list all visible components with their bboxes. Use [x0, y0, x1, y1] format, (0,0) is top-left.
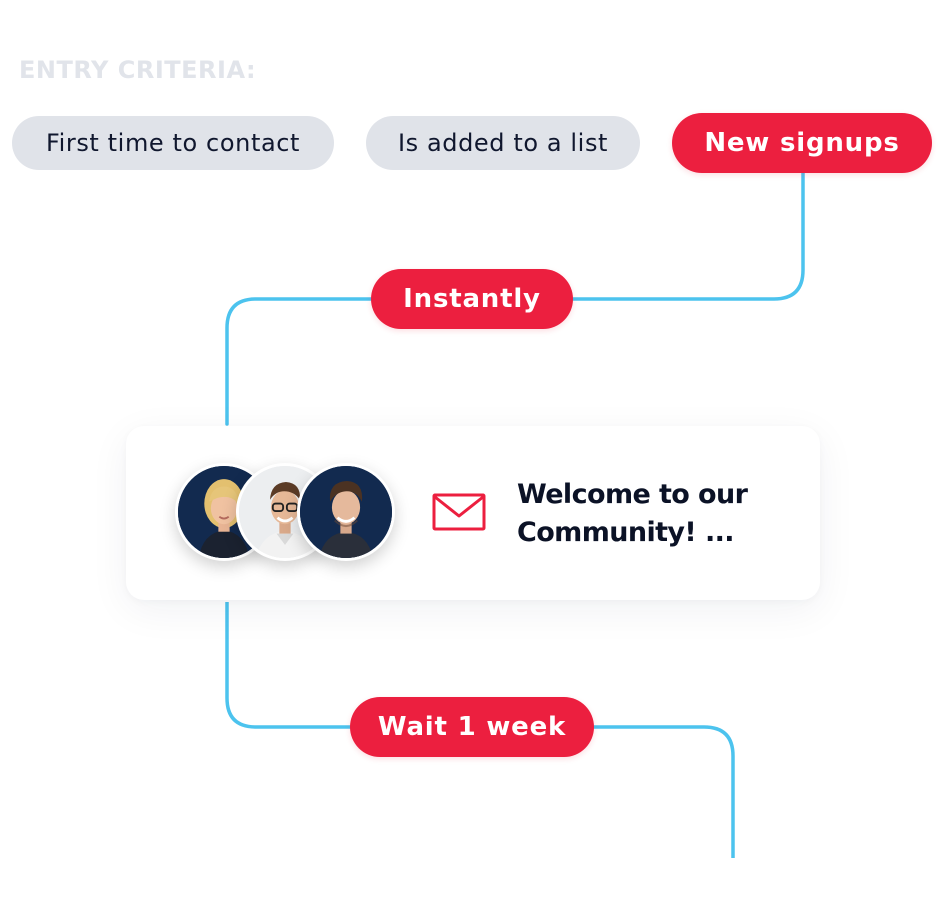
entry-criteria-heading: ENTRY CRITERIA: [19, 56, 257, 84]
criteria-label: First time to contact [45, 129, 301, 157]
criteria-new-signups[interactable]: New signups [672, 113, 932, 173]
email-subject[interactable]: Welcome to our Community! ... [517, 479, 748, 548]
delay-instantly-badge[interactable]: Instantly [371, 269, 573, 329]
criteria-first-time-contact[interactable]: First time to contact [12, 116, 334, 170]
delay-wait-1-week-badge[interactable]: Wait 1 week [350, 697, 594, 757]
criteria-label: Is added to a list [397, 129, 609, 157]
delay-label: Instantly [403, 284, 541, 314]
avatar [175, 463, 273, 561]
criteria-added-to-list[interactable]: Is added to a list [366, 116, 640, 170]
criteria-label: New signups [704, 128, 900, 158]
envelope-icon [432, 493, 486, 531]
avatar [297, 463, 395, 561]
delay-label: Wait 1 week [377, 712, 567, 742]
